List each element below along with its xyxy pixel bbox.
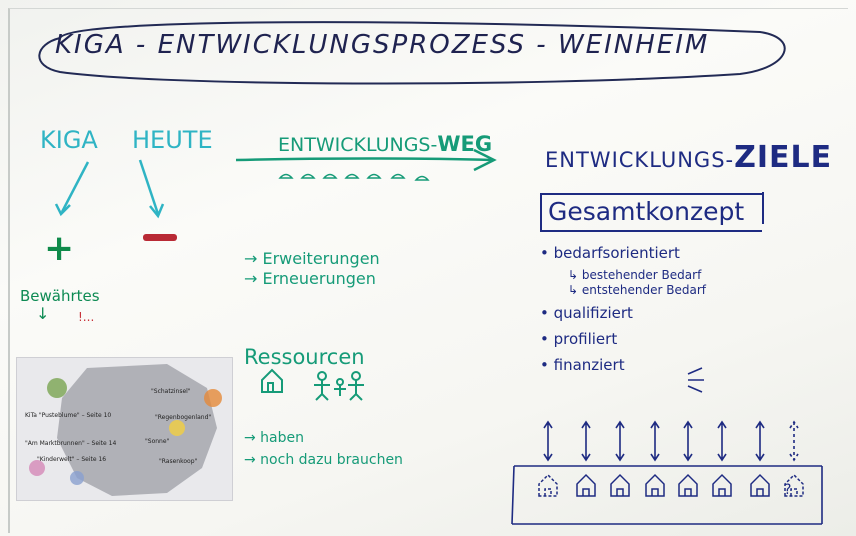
map-label: "Sonne" xyxy=(145,438,170,445)
entwicklungs-weg-heading: ENTWICKLUNGS-WEG xyxy=(278,132,492,156)
ziel-sub: ↳ bestehender Bedarf xyxy=(568,268,702,282)
gesamtkonzept-box: Gesamtkonzept xyxy=(540,193,763,232)
house-question-mark: ? xyxy=(784,482,792,498)
ziele-bold: ZIELE xyxy=(734,140,833,175)
ziel-bedarf: • bedarfsorientiert xyxy=(540,244,680,262)
map-label: KiTa "Pusteblume" – Seite 10 xyxy=(25,412,112,419)
house-icon xyxy=(576,473,596,497)
weg-prefix: ENTWICKLUNGS- xyxy=(278,134,438,156)
kiga-heading: KIGA xyxy=(40,126,98,154)
map-label: "Rasenkoop" xyxy=(159,458,198,465)
ressourcen-heading: Ressourcen xyxy=(244,345,365,369)
weg-item: → Erneuerungen xyxy=(244,269,376,288)
board-frame xyxy=(8,8,848,533)
weg-items: → Erweiterungen → Erneuerungen xyxy=(244,249,380,289)
bewaehrtes-arrow: ↓ xyxy=(36,304,50,323)
double-arrow xyxy=(717,420,727,462)
ziel-point: • finanziert xyxy=(540,356,625,374)
bewaehrtes-label: Bewährtes xyxy=(20,287,100,305)
double-arrow xyxy=(543,420,553,462)
map-shape xyxy=(29,364,222,496)
double-arrow xyxy=(650,420,660,462)
ellipsis-note: !... xyxy=(78,310,95,324)
house-icon xyxy=(645,473,665,497)
double-arrow xyxy=(581,420,591,462)
resource-item: → haben xyxy=(244,430,305,446)
ziel-sub: ↳ entstehender Bedarf xyxy=(568,283,706,297)
weg-item: → Erweiterungen xyxy=(244,249,380,268)
gesamtkonzept-box-end xyxy=(762,192,764,224)
heute-heading: HEUTE xyxy=(132,126,213,154)
map-label: "Regenbogenland" xyxy=(155,414,212,421)
double-arrow xyxy=(755,420,765,462)
ziel-point: • profiliert xyxy=(540,330,618,348)
map-label: "Schatzinsel" xyxy=(151,388,191,395)
ziele-list: • bedarfsorientiert ↳ bestehender Bedarf… xyxy=(540,244,706,380)
plus-sign: + xyxy=(44,228,75,269)
entwicklungs-ziele-heading: ENTWICKLUNGS-ZIELE xyxy=(545,140,832,175)
kita-map-card: KiTa "Pusteblume" – Seite 10 "Schatzinse… xyxy=(16,357,233,501)
house-icon xyxy=(678,473,698,497)
resource-item: → noch dazu brauchen xyxy=(244,452,403,468)
weg-bold: WEG xyxy=(437,132,493,156)
house-icon xyxy=(712,473,732,497)
house-icon xyxy=(750,473,770,497)
page-title: KIGA - ENTWICKLUNGSPROZESS - WEINHEIM xyxy=(55,30,710,60)
double-arrow xyxy=(615,420,625,462)
map-label: "Kinderwelt" – Seite 16 xyxy=(37,456,107,463)
house-icon xyxy=(538,473,558,497)
house-icon xyxy=(610,473,630,497)
resource-items: → haben → noch dazu brauchen xyxy=(244,427,403,471)
ziele-prefix: ENTWICKLUNGS- xyxy=(545,148,735,172)
ziel-point: • qualifiziert xyxy=(540,304,633,322)
minus-sign xyxy=(143,234,177,241)
double-arrow xyxy=(789,420,799,462)
double-arrow xyxy=(683,420,693,462)
map-label: "Am Marktbrunnen" – Seite 14 xyxy=(25,440,117,447)
house-icon xyxy=(784,473,804,497)
